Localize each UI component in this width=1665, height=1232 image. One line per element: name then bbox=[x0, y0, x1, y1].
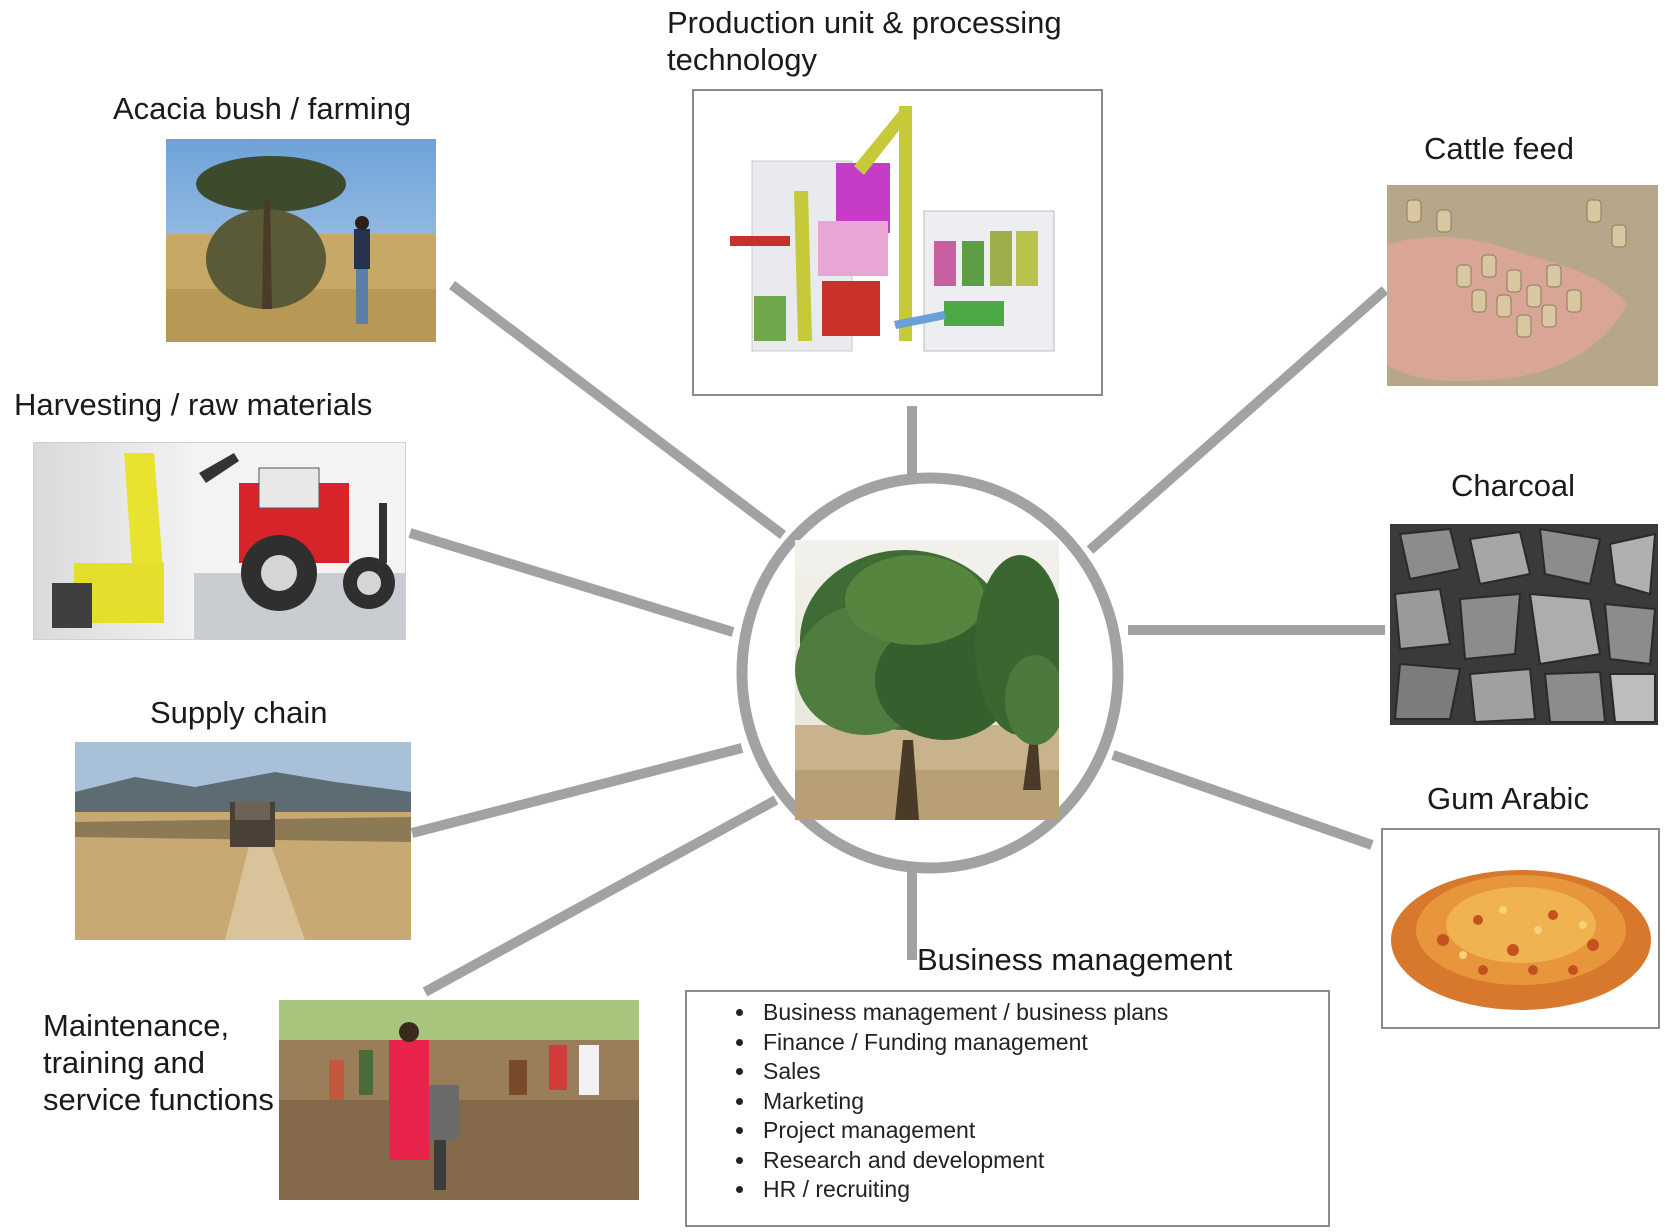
spoke-supply bbox=[410, 743, 744, 838]
label-gum-arabic: Gum Arabic bbox=[1427, 781, 1589, 816]
maintenance-training-image bbox=[279, 1000, 639, 1200]
spoke-maintenance bbox=[422, 795, 779, 997]
spoke-harvesting bbox=[408, 528, 735, 637]
production-unit-image bbox=[692, 89, 1103, 396]
label-acacia-bush: Acacia bush / farming bbox=[113, 91, 412, 126]
label-production-unit: Production unit & processing technology bbox=[667, 5, 1062, 77]
center-acacia-tree-image bbox=[795, 540, 1059, 820]
hub-ring bbox=[736, 472, 1124, 874]
spoke-gum bbox=[1111, 750, 1374, 850]
label-charcoal: Charcoal bbox=[1451, 468, 1576, 503]
gum-arabic-image bbox=[1381, 828, 1660, 1029]
list-item: Research and development bbox=[757, 1146, 1328, 1176]
list-item: Project management bbox=[757, 1116, 1328, 1146]
label-maintenance-training: Maintenance, training and service functi… bbox=[43, 1008, 274, 1117]
label-cattle-feed: Cattle feed bbox=[1424, 131, 1574, 166]
cattle-feed-image bbox=[1387, 185, 1658, 386]
supply-chain-image bbox=[75, 742, 411, 940]
spoke-cattle bbox=[1086, 286, 1389, 554]
label-harvesting: Harvesting / raw materials bbox=[14, 387, 373, 422]
label-supply-chain: Supply chain bbox=[150, 695, 328, 730]
list-item: Finance / Funding management bbox=[757, 1028, 1328, 1058]
list-item: HR / recruiting bbox=[757, 1175, 1328, 1205]
label-business-management: Business management bbox=[917, 942, 1233, 977]
list-item: Business management / business plans bbox=[757, 998, 1328, 1028]
charcoal-image bbox=[1390, 524, 1658, 725]
spoke-acacia bbox=[448, 281, 787, 539]
acacia-bush-image bbox=[166, 139, 436, 342]
business-management-list-box: Business management / business plans Fin… bbox=[685, 990, 1330, 1227]
harvesting-image bbox=[33, 442, 406, 640]
list-item: Marketing bbox=[757, 1087, 1328, 1117]
list-item: Sales bbox=[757, 1057, 1328, 1087]
